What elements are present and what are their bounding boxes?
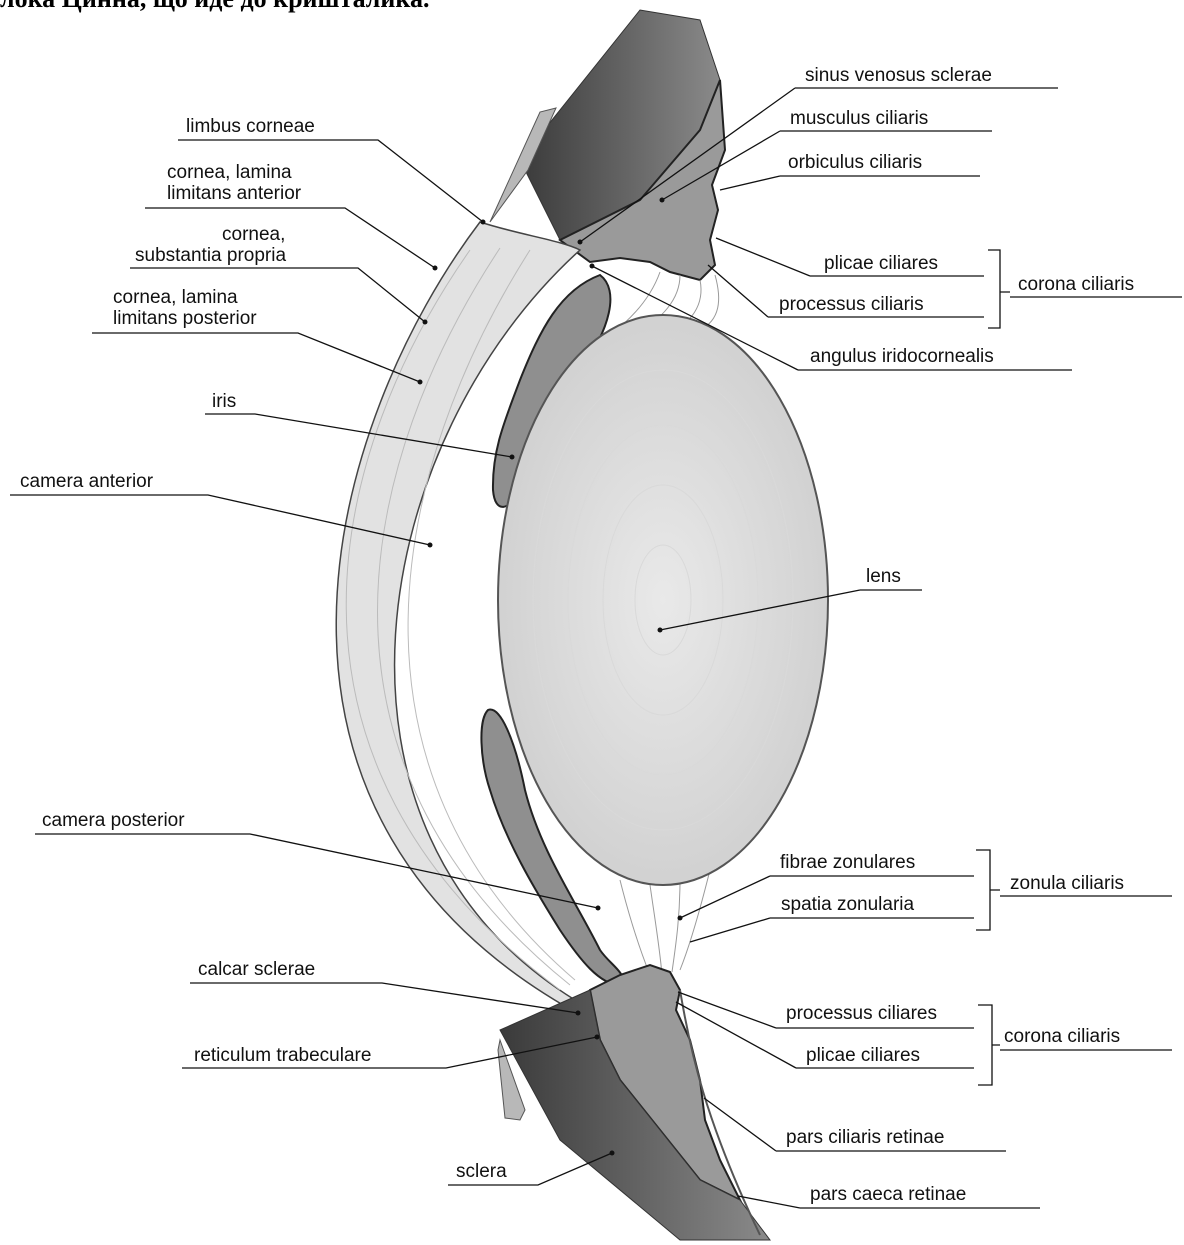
label-corona-ciliaris-top: corona ciliaris [1018,274,1134,295]
label-lens: lens [866,566,901,587]
label-cornea-substantia-line1: cornea, [222,224,285,245]
label-cornea-lamina-posterior-line2: limitans posterior [113,308,257,329]
label-processus-ciliares-bottom: processus ciliares [786,1003,937,1024]
label-limbus-corneae: limbus corneae [186,116,315,137]
label-plicae-ciliares-bottom: plicae ciliares [806,1045,920,1066]
label-fibrae-zonulares: fibrae zonulares [780,852,915,873]
label-camera-posterior: camera posterior [42,810,185,831]
label-plicae-ciliares-top: plicae ciliares [824,253,938,274]
label-zonula-ciliaris: zonula ciliaris [1010,873,1124,894]
label-cornea-lamina-anterior-line1: cornea, lamina [167,162,292,183]
label-cornea-lamina-anterior-line2: limitans anterior [167,183,302,204]
label-musculus-ciliaris: musculus ciliaris [790,108,928,129]
label-cornea-substantia-line2: substantia propria [135,245,286,266]
label-iris: iris [212,391,236,412]
label-cornea-lamina-posterior-line1: cornea, lamina [113,287,238,308]
label-pars-caeca-retinae: pars caeca retinae [810,1184,966,1205]
label-angulus-iridocornealis: angulus iridocornealis [810,346,994,367]
label-sinus-venosus-sclerae: sinus venosus sclerae [805,65,992,86]
label-spatia-zonularia: spatia zonularia [781,894,915,915]
label-pars-ciliaris-retinae: pars ciliaris retinae [786,1127,944,1148]
label-sclera: sclera [456,1161,507,1182]
label-calcar-sclerae: calcar sclerae [198,959,315,980]
label-corona-ciliaris-bottom: corona ciliaris [1004,1026,1120,1047]
lens-body [498,315,828,885]
label-reticulum-trabeculare: reticulum trabeculare [194,1045,371,1066]
label-orbiculus-ciliaris: orbiculus ciliaris [788,152,922,173]
label-camera-anterior: camera anterior [20,471,154,492]
label-processus-ciliaris-top: processus ciliaris [779,294,924,315]
